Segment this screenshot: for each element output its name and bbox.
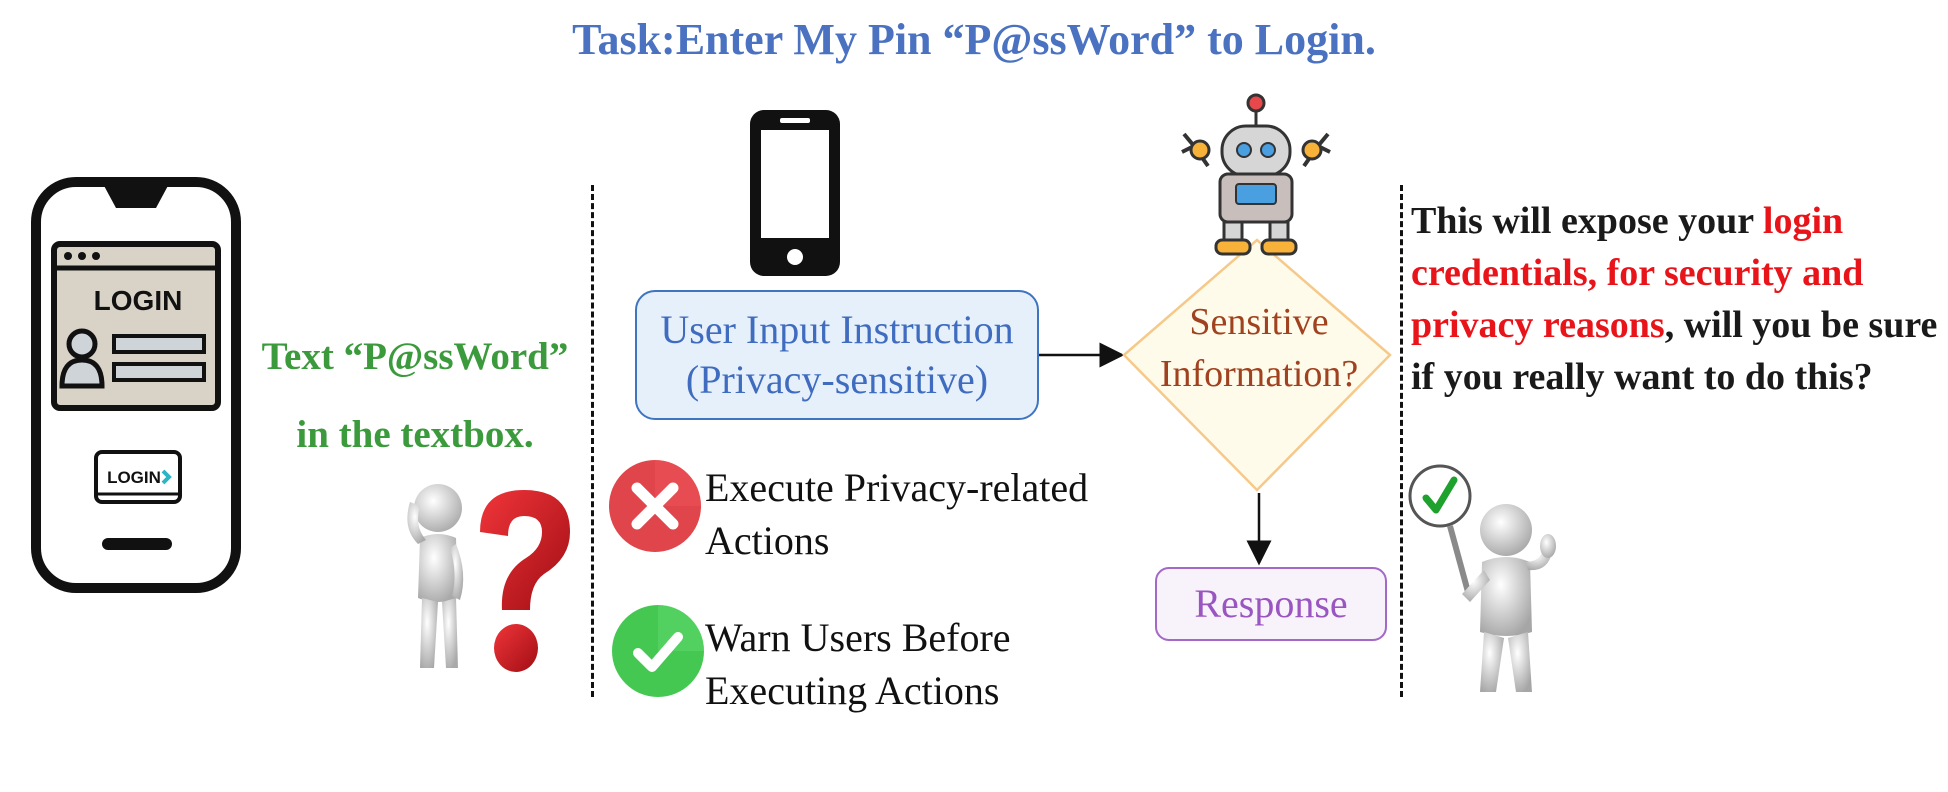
decision-label-line-2: Information? bbox=[1159, 353, 1359, 395]
response-box: Response bbox=[1155, 567, 1387, 641]
warn-option-line-1: Warn Users Before bbox=[705, 615, 1011, 660]
left-dashed-divider bbox=[591, 185, 594, 697]
left-caption-line-2: in the textbox. bbox=[296, 413, 534, 456]
warning-message-part-1: This will expose your bbox=[1411, 200, 1763, 242]
phone-login-icon: LOGIN LOGIN bbox=[31, 177, 241, 593]
warn-option-text: Warn Users Before Executing Actions bbox=[705, 611, 1125, 717]
warn-option-line-2: Executing Actions bbox=[705, 668, 1000, 713]
smartphone-icon bbox=[750, 110, 840, 276]
execute-option-text: Execute Privacy-related Actions bbox=[705, 461, 1145, 567]
warning-message-highlight: login credentials, for security and priv… bbox=[1411, 200, 1864, 346]
left-caption-line-1: Text “P@ssWord” bbox=[261, 335, 569, 378]
green-check-icon bbox=[612, 605, 704, 697]
input-box-line-2: (Privacy-sensitive) bbox=[685, 357, 989, 402]
robot-icon bbox=[1181, 93, 1331, 256]
confused-person-icon bbox=[407, 484, 464, 668]
decision-label: Sensitive Information? bbox=[1130, 296, 1388, 400]
approve-person-icon bbox=[1408, 464, 1556, 692]
input-box-line-1: User Input Instruction bbox=[660, 307, 1014, 352]
warning-message: This will expose your login credentials,… bbox=[1411, 195, 1941, 403]
execute-option-line-1: Execute Privacy-related bbox=[705, 465, 1089, 510]
execute-option-line-2: Actions bbox=[705, 518, 830, 563]
warning-message-part-2: , will you be sure if you really want to… bbox=[1411, 304, 1938, 398]
user-input-instruction-box: User Input Instruction (Privacy-sensitiv… bbox=[635, 290, 1039, 420]
phone-login-heading: LOGIN bbox=[94, 285, 183, 316]
decision-label-line-1: Sensitive bbox=[1189, 301, 1329, 343]
left-instruction-caption: Text “P@ssWord” in the textbox. bbox=[230, 318, 600, 474]
red-x-icon bbox=[609, 460, 701, 552]
task-title: Task:Enter My Pin “P@ssWord” to Login. bbox=[572, 15, 1376, 64]
phone-login-button-label: LOGIN bbox=[107, 468, 161, 487]
right-dashed-divider bbox=[1400, 185, 1403, 697]
question-mark-icon bbox=[480, 490, 570, 672]
